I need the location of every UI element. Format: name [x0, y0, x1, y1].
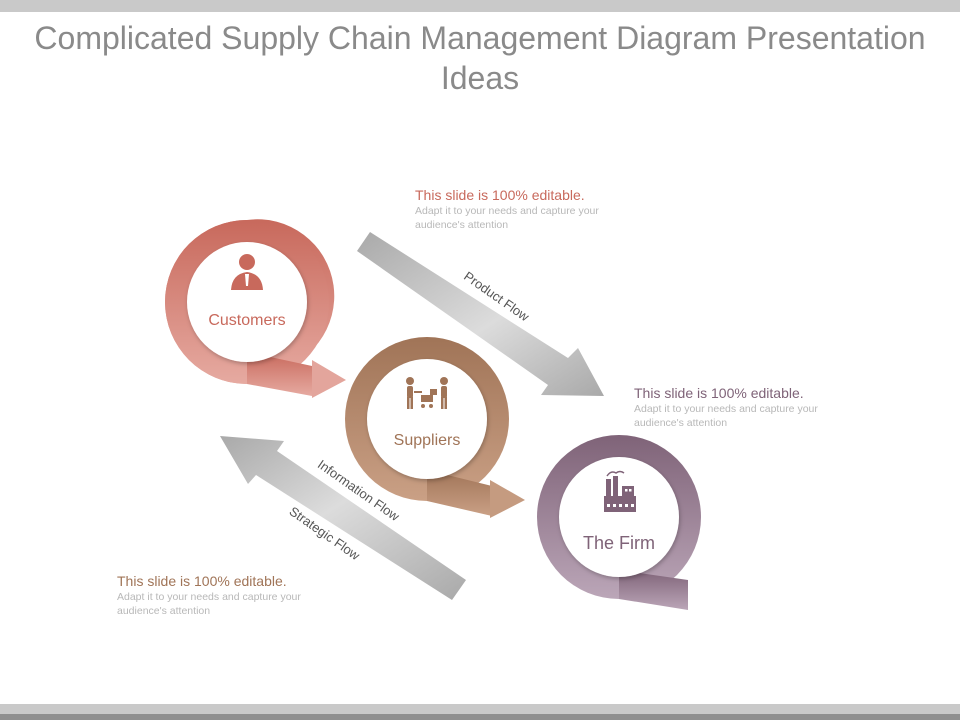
people-with-cart-icon: [406, 377, 448, 409]
firm-node: The Firm: [537, 435, 701, 610]
businessman-icon: [231, 254, 263, 290]
suppliers-node: Suppliers: [345, 337, 525, 518]
customers-node: Customers: [165, 219, 346, 398]
note-left-body: Adapt it to your needs and capture your …: [117, 591, 301, 617]
slide-title: Complicated Supply Chain Management Diag…: [34, 20, 926, 96]
top-bar: [0, 0, 960, 12]
note-top-heading: This slide is 100% editable.: [415, 187, 585, 203]
note-right: This slide is 100% editable. Adapt it to…: [634, 384, 854, 430]
note-left-heading: This slide is 100% editable.: [117, 573, 287, 589]
note-top: This slide is 100% editable. Adapt it to…: [415, 186, 635, 232]
firm-label: The Firm: [583, 533, 655, 553]
factory-icon: [604, 470, 636, 512]
return-flow-arrow: [220, 436, 466, 600]
note-left: This slide is 100% editable. Adapt it to…: [117, 572, 337, 618]
bottom-bar: [0, 704, 960, 720]
product-flow-arrow: [357, 232, 604, 396]
note-right-heading: This slide is 100% editable.: [634, 385, 804, 401]
note-top-body: Adapt it to your needs and capture your …: [415, 205, 599, 231]
customers-label: Customers: [208, 312, 285, 329]
suppliers-label: Suppliers: [394, 432, 461, 449]
note-right-body: Adapt it to your needs and capture your …: [634, 403, 818, 429]
